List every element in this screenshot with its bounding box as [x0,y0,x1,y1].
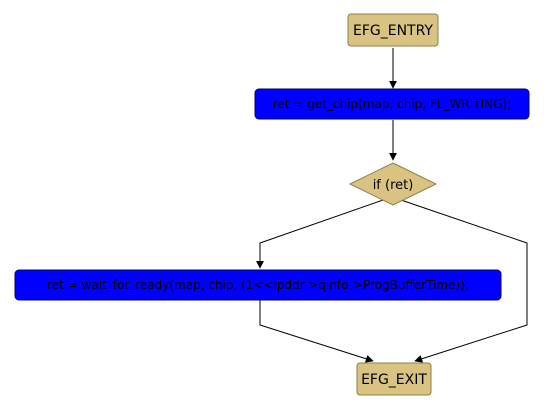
edge-stmt2-to-exit [259,300,374,363]
exit-node-box [356,362,432,396]
exit-node-label: EFG_EXIT [361,372,427,388]
statement-node-wait-for-ready[interactable]: ret = wait_for_ready(map, chip, (1<<lpdd… [14,269,502,301]
statement-node-get-chip[interactable]: ret = get_chip(map, chip, FL_WRITING); [254,88,530,120]
entry-node-label: EFG_ENTRY [353,23,433,39]
statement-node-wait-for-ready-box [14,269,502,301]
edge-condition-to-exit [400,199,528,363]
statement-node-get-chip-label: ret = get_chip(map, chip, FL_WRITING); [273,97,511,111]
statement-node-wait-for-ready-label: ret = wait_for_ready(map, chip, (1<<lpdd… [47,278,469,292]
decision-node[interactable]: if (ret) [348,162,438,206]
exit-node[interactable]: EFG_EXIT [356,362,432,396]
statement-node-get-chip-box [254,88,530,120]
entry-node[interactable]: EFG_ENTRY [347,13,439,47]
edge-condition-to-stmt2 [256,199,384,269]
decision-node-diamond [348,162,438,206]
decision-node-label: if (ret) [373,178,414,193]
entry-node-box [347,13,439,47]
